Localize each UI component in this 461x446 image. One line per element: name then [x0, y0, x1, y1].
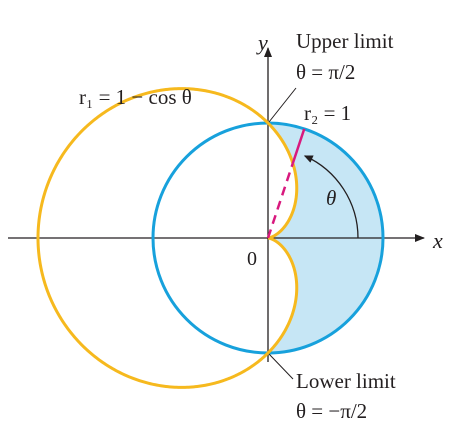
radius-dashed-segment	[266, 162, 295, 239]
lower-limit-value: θ = −π/2	[296, 399, 367, 423]
upper-limit-title: Upper limit	[296, 29, 394, 53]
cardioid-r1	[36, 87, 299, 389]
origin-label: 0	[247, 248, 257, 270]
angle-arc	[303, 155, 359, 239]
lower-limit-pointer	[268, 353, 294, 380]
x-axis-label: x	[432, 228, 443, 253]
radius-solid-segment	[291, 128, 306, 164]
circle-equation: r₂ = 1	[304, 101, 351, 125]
cardioid-equation: r₁ = 1 − cos θ	[79, 85, 192, 109]
y-axis-label: y	[256, 30, 268, 55]
upper-limit-pointer	[268, 87, 297, 123]
lower-limit-title: Lower limit	[296, 369, 396, 393]
angle-label: θ	[326, 186, 336, 210]
upper-limit-value: θ = π/2	[296, 60, 355, 84]
